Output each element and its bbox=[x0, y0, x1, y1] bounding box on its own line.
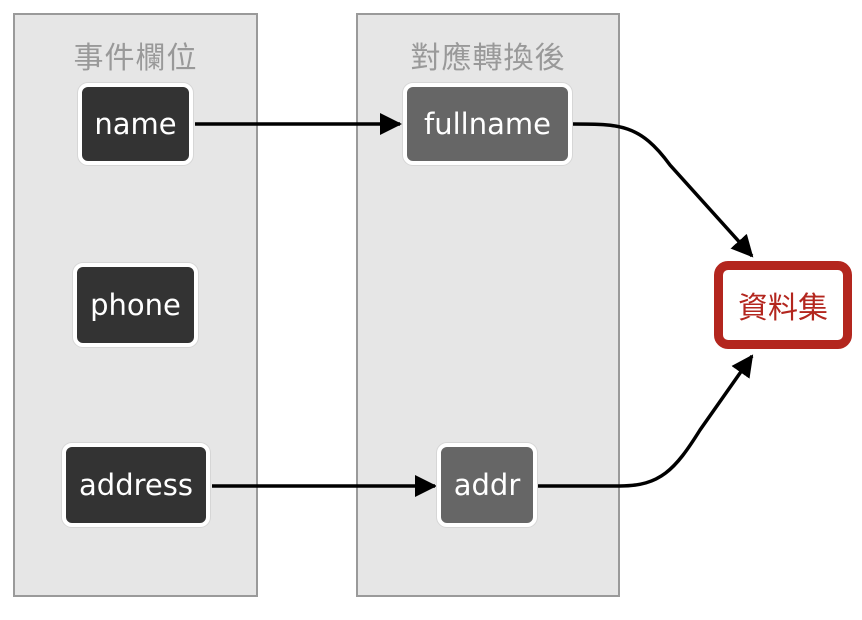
edge-addr-to-dataset bbox=[538, 354, 754, 488]
field-node-phone: phone bbox=[73, 263, 198, 347]
field-node-address: address bbox=[62, 443, 210, 527]
mapped-node-addr: addr bbox=[437, 443, 537, 527]
event-fields-title: 事件欄位 bbox=[73, 41, 198, 76]
dataset-node: 資料集 bbox=[714, 261, 852, 349]
field-node-name: name bbox=[78, 83, 193, 165]
mapped-node-fullname: fullname bbox=[403, 83, 572, 165]
mapped-fields-title: 對應轉換後 bbox=[410, 41, 566, 76]
edge-fullname-to-dataset bbox=[571, 122, 754, 258]
